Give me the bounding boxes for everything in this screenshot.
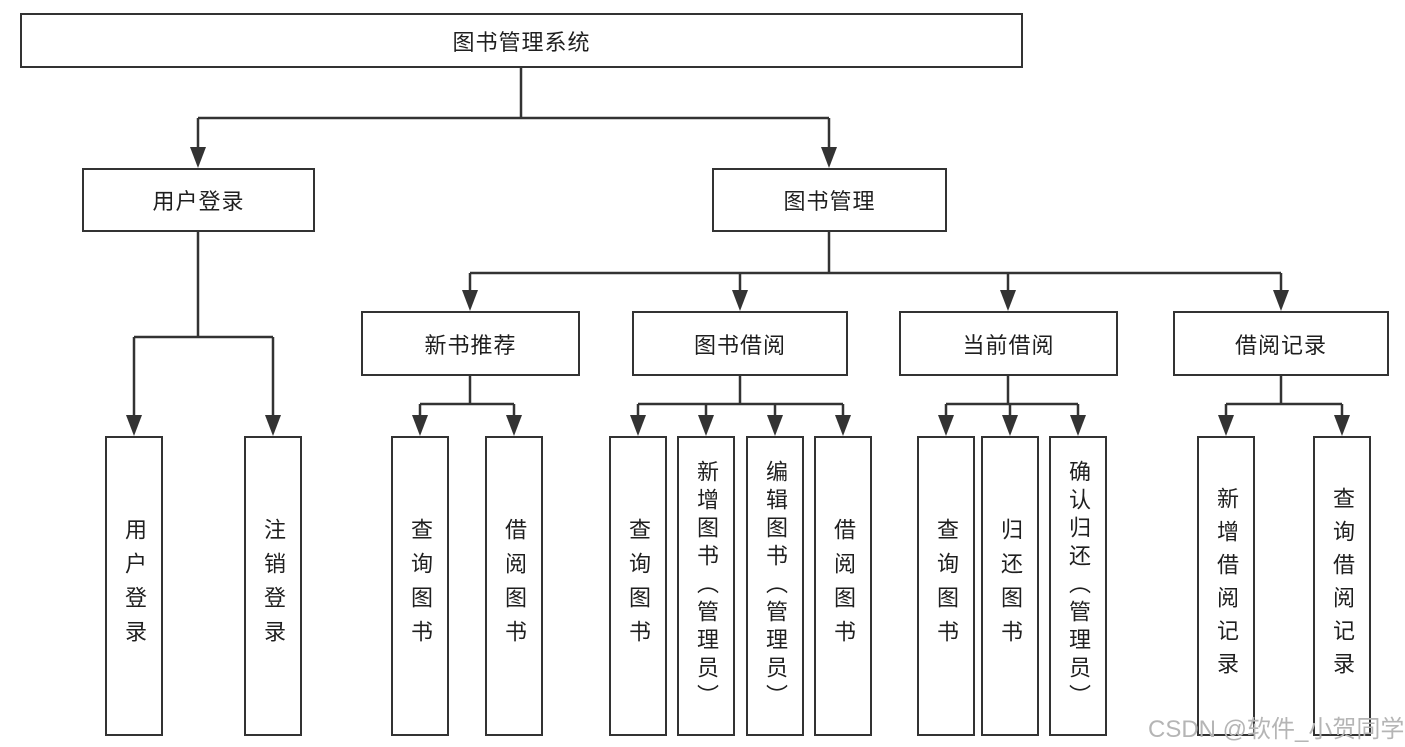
leaf-nbr-borrow-books-label: 借阅图书 [502,518,527,654]
leaf-cb-return-books: 归还图书 [981,436,1039,736]
leaf-user-login: 用户登录 [105,436,163,736]
leaf-bb-borrow-books: 借阅图书 [814,436,872,736]
leaf-nbr-query-books-label: 查询图书 [408,518,433,654]
leaf-br-query-record-label: 查询借阅记录 [1330,487,1355,685]
node-user-login-group: 用户登录 [82,168,315,232]
leaf-logout: 注销登录 [244,436,302,736]
leaf-bb-query-books: 查询图书 [609,436,667,736]
leaf-nbr-query-books: 查询图书 [391,436,449,736]
node-new-book-recommendation: 新书推荐 [361,311,580,376]
leaf-bb-borrow-books-label: 借阅图书 [831,518,856,654]
leaf-bb-edit-books-admin: 编辑图书（管理员） [746,436,804,736]
node-new-book-recommendation-label: 新书推荐 [424,332,517,358]
node-root-label: 图书管理系统 [452,29,591,55]
node-user-login-group-label: 用户登录 [152,189,245,214]
leaf-br-add-record-label: 新增借阅记录 [1214,487,1239,685]
node-current-borrowing: 当前借阅 [899,311,1118,376]
leaf-cb-query-books-label: 查询图书 [934,518,959,654]
leaf-cb-return-books-label: 归还图书 [998,518,1023,654]
leaf-br-query-record: 查询借阅记录 [1313,436,1371,736]
leaf-cb-confirm-return-admin-label: 确认归还（管理员） [1066,460,1091,712]
leaf-bb-add-books-admin: 新增图书（管理员） [677,436,735,736]
node-borrowing-records-label: 借阅记录 [1234,332,1327,358]
leaf-logout-label: 注销登录 [261,518,286,654]
leaf-user-login-label: 用户登录 [122,518,147,654]
leaf-bb-query-books-label: 查询图书 [626,518,651,654]
node-current-borrowing-label: 当前借阅 [962,332,1055,358]
leaf-cb-confirm-return-admin: 确认归还（管理员） [1049,436,1107,736]
leaf-bb-edit-books-admin-label: 编辑图书（管理员） [763,460,788,712]
leaf-bb-add-books-admin-label: 新增图书（管理员） [694,460,719,712]
csdn-watermark: CSDN @软件_小贺同学 [1148,716,1405,743]
leaf-nbr-borrow-books: 借阅图书 [485,436,543,736]
node-book-management-group: 图书管理 [712,168,947,232]
node-borrowing-records: 借阅记录 [1173,311,1389,376]
leaf-br-add-record: 新增借阅记录 [1197,436,1255,736]
node-book-borrowing: 图书借阅 [632,311,848,376]
node-root-system: 图书管理系统 [20,13,1023,68]
node-book-borrowing-label: 图书借阅 [693,332,786,358]
leaf-cb-query-books: 查询图书 [917,436,975,736]
node-book-management-group-label: 图书管理 [783,189,876,214]
